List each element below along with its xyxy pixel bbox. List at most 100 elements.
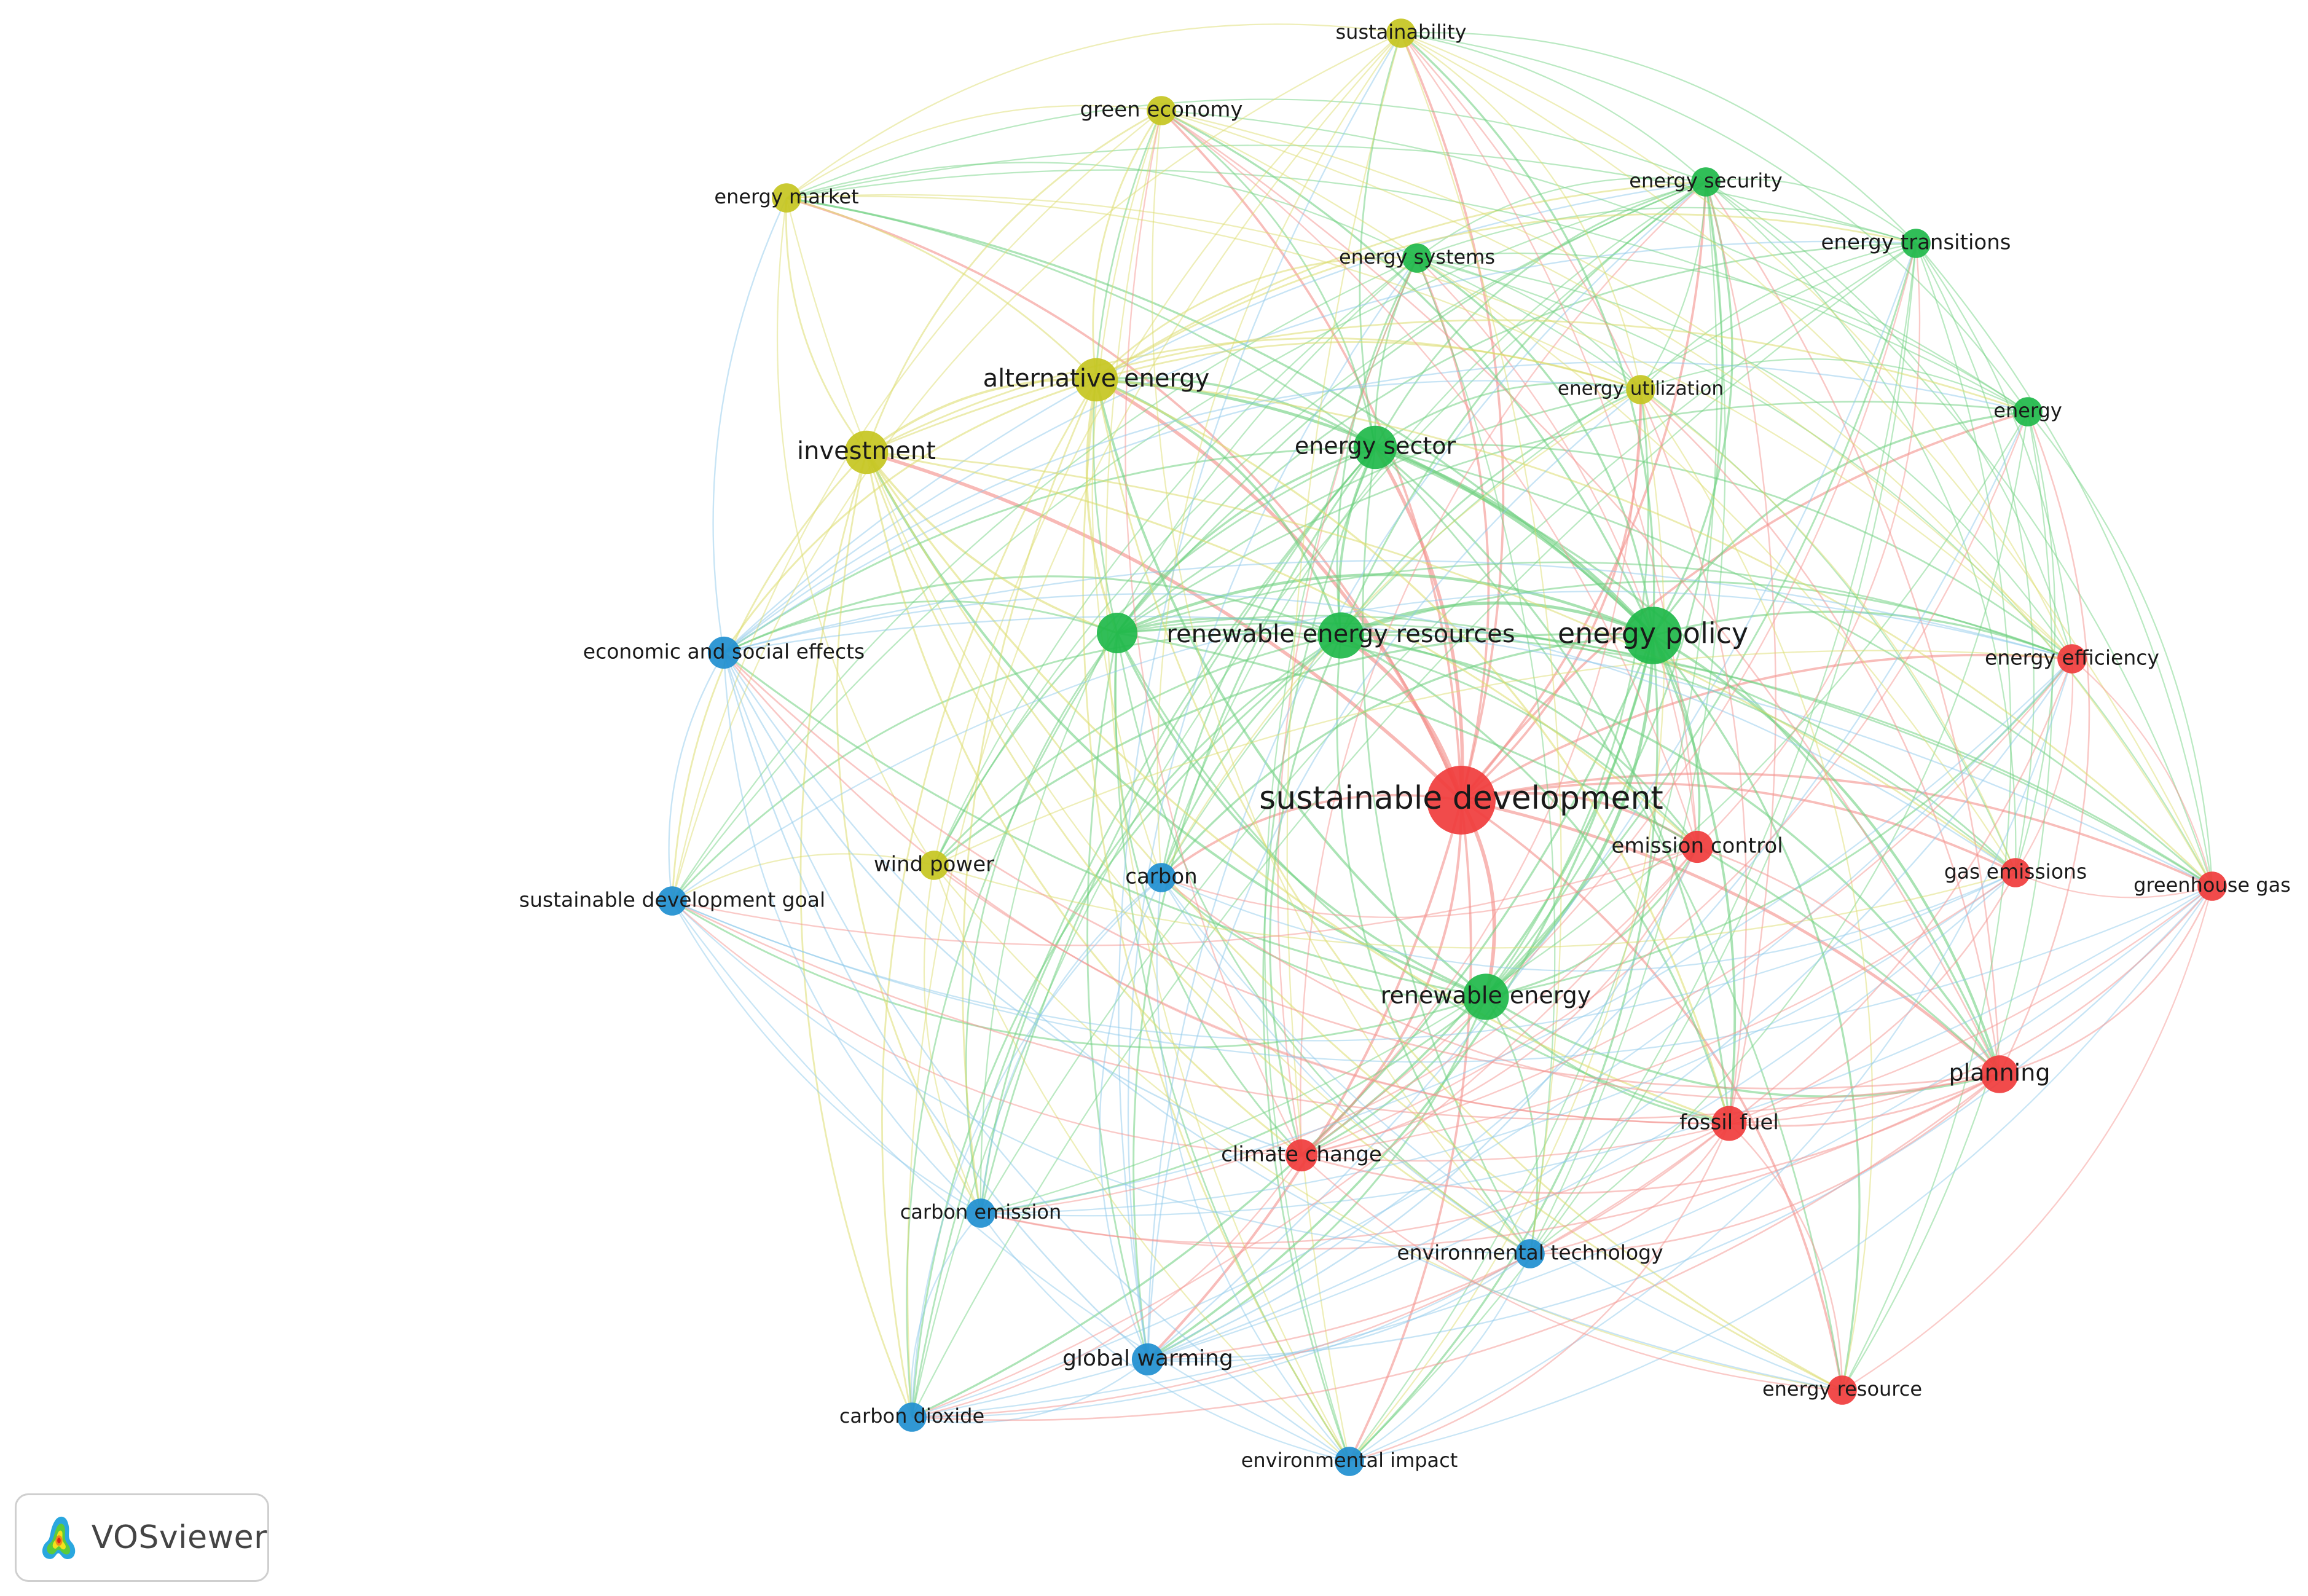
link-renewable-unlabeled-climate-change: [1113, 632, 1303, 1156]
node-energy-resource[interactable]: [1827, 1375, 1857, 1405]
label-alternative-energy: alternative energy: [983, 364, 1210, 393]
link-carbon-carbon-dioxide: [911, 877, 1162, 1418]
node-renewable-energy-resources[interactable]: [1317, 612, 1364, 659]
node-global-warming[interactable]: [1131, 1343, 1164, 1376]
node-wind-power[interactable]: [919, 851, 949, 880]
link-investment-fossil-fuel: [865, 452, 1730, 1125]
link-wind-power-environmental-impact: [933, 865, 1350, 1462]
node-energy-efficiency[interactable]: [2057, 644, 2087, 674]
link-renewable-energy-resources-energy-utilization: [1340, 388, 1641, 636]
link-environmental-impact-fossil-fuel: [1349, 1123, 1730, 1463]
link-carbon-carbon-emission: [979, 877, 1162, 1214]
link-energy-market-energy-utilization: [786, 195, 1641, 390]
link-wind-power-sustainable-development-goal: [672, 853, 935, 902]
link-carbon-dioxide-greenhouse-gas: [911, 886, 2213, 1418]
link-carbon-emission-greenhouse-gas: [980, 886, 2213, 1217]
link-environmental-impact-energy-efficiency: [1349, 658, 2073, 1463]
node-planning[interactable]: [1980, 1055, 2019, 1093]
node-economic-and-social-effects[interactable]: [707, 636, 740, 669]
link-renewable-unlabeled-energy-security: [1116, 181, 1706, 634]
node-climate-change[interactable]: [1285, 1139, 1318, 1172]
link-global-warming-greenhouse-gas: [1147, 886, 2213, 1361]
node-renewable-energy[interactable]: [1462, 973, 1509, 1020]
link-greenhouse-gas-climate-change: [1301, 886, 2213, 1162]
link-sustainability-energy-efficiency: [1400, 32, 2073, 659]
node-alternative-energy[interactable]: [1074, 358, 1118, 402]
link-renewable-energy-carbon: [1161, 876, 1486, 999]
link-renewable-energy-resources-sustainable-development-goal: [671, 632, 1341, 902]
vosviewer-logo-text: VOSviewer: [91, 1519, 267, 1556]
node-energy-security[interactable]: [1691, 167, 1721, 197]
link-sustainability-global-warming: [1118, 33, 1402, 1360]
node-greenhouse-gas[interactable]: [2197, 871, 2227, 901]
label-climate-change: climate change: [1221, 1142, 1382, 1167]
link-investment-carbon-emission: [836, 452, 982, 1214]
link-renewable-energy-resources-fossil-fuel: [1340, 634, 1730, 1124]
link-sustainable-development-goal-environmental-impact: [672, 900, 1350, 1463]
link-renewable-energy-energy-efficiency: [1485, 658, 2073, 998]
node-emission-control[interactable]: [1681, 830, 1714, 863]
link-global-warming-carbon-dioxide: [911, 1359, 1148, 1424]
link-energy-security-sustainable-development-goal: [672, 181, 1706, 902]
node-energy-systems[interactable]: [1402, 243, 1432, 273]
node-energy-transitions[interactable]: [1901, 229, 1931, 258]
link-sustainable-development-energy-resource: [1460, 799, 1843, 1391]
link-energy-green-economy: [1161, 109, 2028, 412]
link-energy-sector-carbon-emission: [979, 447, 1376, 1214]
node-carbon-dioxide[interactable]: [897, 1402, 927, 1432]
link-renewable-unlabeled-energy-transitions: [1116, 242, 1917, 634]
link-energy-sector-greenhouse-gas: [1375, 446, 2213, 887]
link-sustainability-environmental-technology: [1400, 33, 1562, 1254]
node-gas-emissions[interactable]: [2001, 858, 2030, 887]
link-energy-efficiency-climate-change: [1301, 658, 2073, 1157]
link-energy-policy-fossil-fuel: [1652, 635, 1737, 1124]
node-layer: [657, 18, 2227, 1476]
node-sustainable-development-goal[interactable]: [657, 886, 687, 916]
node-carbon-emission[interactable]: [966, 1198, 995, 1228]
link-energy-policy-energy-market: [786, 197, 1654, 637]
link-renewable-energy-resources-carbon-dioxide: [911, 634, 1341, 1418]
node-green-economy[interactable]: [1147, 96, 1176, 125]
vosviewer-logo: VOSviewer: [15, 1493, 269, 1582]
link-energy-security-energy-transitions: [1705, 178, 1917, 244]
link-energy-policy-planning: [1652, 634, 2001, 1075]
link-carbon-planning: [1161, 876, 2000, 1100]
link-carbon-emission-control: [1161, 846, 1698, 919]
label-greenhouse-gas: greenhouse gas: [2133, 873, 2291, 897]
node-environmental-impact[interactable]: [1335, 1447, 1364, 1476]
link-energy-utilization-global-warming: [1147, 389, 1641, 1360]
link-carbon-dioxide-planning: [911, 1073, 2000, 1421]
node-energy-policy[interactable]: [1624, 607, 1682, 664]
node-sustainable-development[interactable]: [1427, 766, 1496, 835]
link-energy-transitions-carbon-dioxide: [911, 243, 1917, 1418]
node-sustainability[interactable]: [1386, 18, 1416, 48]
link-energy-utilization-environmental-impact: [1349, 389, 1665, 1462]
link-renewable-unlabeled-global-warming: [1086, 632, 1149, 1360]
link-energy-sector-energy-market: [786, 197, 1376, 449]
node-energy-sector[interactable]: [1353, 425, 1397, 470]
node-environmental-technology[interactable]: [1515, 1239, 1545, 1268]
link-gas-emissions-climate-change: [1301, 872, 2016, 1157]
link-energy-efficiency-greenhouse-gas: [2071, 658, 2213, 887]
link-alternative-energy-energy-resource: [1095, 379, 1843, 1391]
link-carbon-gas-emissions: [1161, 871, 2016, 972]
label-energy-transitions: energy transitions: [1821, 230, 2011, 255]
link-energy-sector-energy-security: [1374, 181, 1706, 448]
node-fossil-fuel[interactable]: [1711, 1106, 1747, 1141]
link-energy-transitions-greenhouse-gas: [1915, 243, 2213, 887]
link-renewable-unlabeled-energy-utilization: [1117, 388, 1641, 634]
node-carbon[interactable]: [1147, 863, 1176, 892]
node-energy-utilization[interactable]: [1626, 375, 1655, 404]
node-energy-market[interactable]: [772, 183, 801, 213]
link-energy-systems-wind-power: [933, 257, 1418, 866]
link-energy-policy-environmental-impact: [1348, 635, 1658, 1463]
node-renewable-unlabeled[interactable]: [1097, 613, 1137, 653]
link-alternative-energy-fossil-fuel: [1096, 379, 1730, 1124]
link-sustainability-greenhouse-gas: [1400, 33, 2213, 887]
link-energy-systems-energy: [1416, 252, 2028, 412]
link-energy-sector-environmental-impact: [1262, 447, 1376, 1462]
node-investment[interactable]: [844, 430, 889, 474]
link-renewable-energy-emission-control: [1485, 846, 1698, 998]
node-energy[interactable]: [2013, 397, 2043, 427]
